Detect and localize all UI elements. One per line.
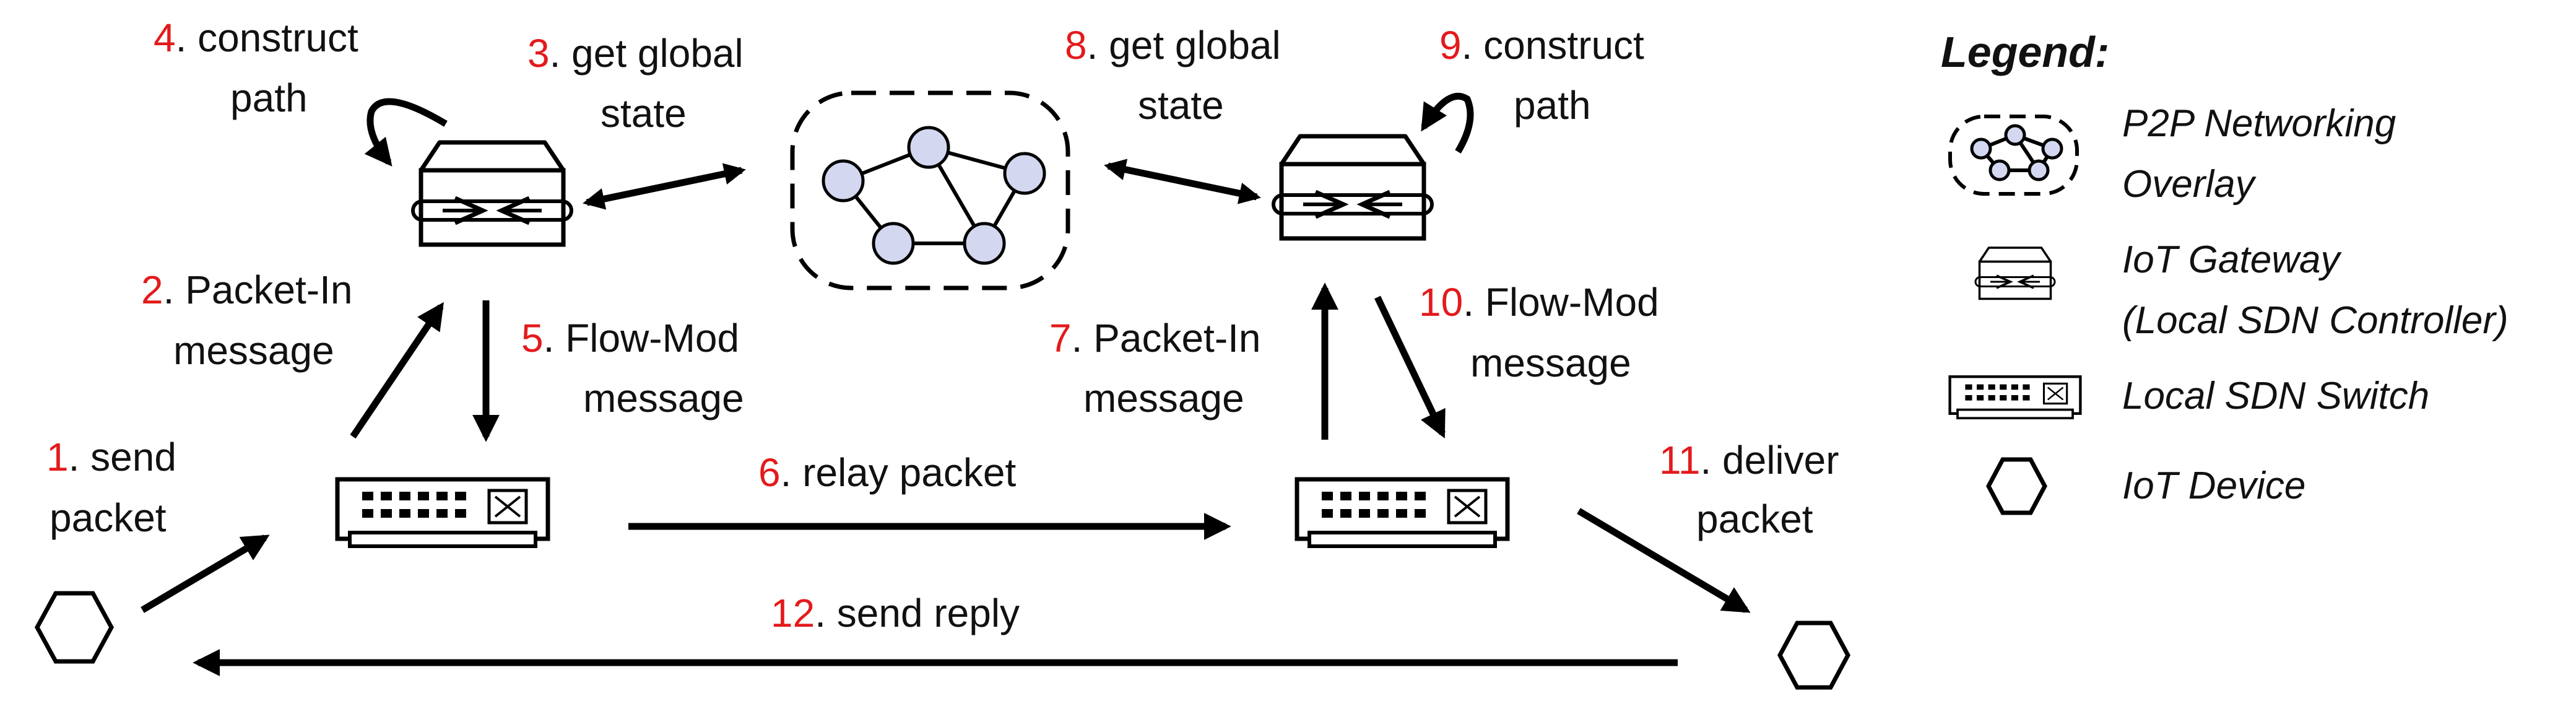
arrow-packet-in-left	[350, 302, 444, 439]
step-9-label-line2: path	[1514, 83, 1591, 128]
arrow-send-packet	[141, 534, 270, 613]
step-3-label: 3. get global	[527, 31, 744, 76]
right-iot-device	[1777, 621, 1850, 690]
left-switch	[337, 479, 548, 546]
legend-label-iot-gateway-line2: (Local SDN Controller)	[2122, 299, 2509, 342]
iot-device-icon	[1986, 457, 2047, 515]
step-labels: 1. send packet 2. Packet-In message 3. g…	[46, 15, 1839, 635]
right-switch	[1297, 479, 1507, 546]
overlay-node	[822, 159, 865, 203]
step-1-label: 1. send	[46, 435, 176, 479]
arrow-construct-path-left	[364, 98, 448, 167]
flow-arrows	[141, 92, 1751, 676]
legend-label-sdn-switch: Local SDN Switch	[2122, 375, 2429, 417]
legend-label-p2p-overlay-line2: Overlay	[2122, 163, 2257, 206]
legend-title: Legend:	[1941, 28, 2109, 76]
step-5-label: 5. Flow-Mod	[521, 316, 739, 360]
arrow-construct-path-right	[1421, 92, 1474, 154]
step-9-label: 9. construct	[1439, 23, 1644, 68]
left-gateway	[413, 142, 571, 245]
step-10-label: 10. Flow-Mod	[1419, 280, 1659, 325]
right-gateway	[1273, 136, 1432, 238]
arrow-global-state-right	[1104, 159, 1261, 204]
step-8-label-line2: state	[1138, 83, 1224, 128]
step-6-label: 6. relay packet	[758, 450, 1016, 495]
arrow-deliver-packet	[1577, 508, 1751, 613]
step-8-label: 8. get global	[1065, 23, 1281, 68]
step-12-label: 12. send reply	[771, 591, 1020, 635]
step-11-label: 11. deliver	[1659, 438, 1839, 482]
step-2-label: 2. Packet-In	[141, 268, 353, 312]
legend: Legend: P2P Networking Overlay IoT Gatew…	[1941, 28, 2509, 515]
legend-label-iot-device: IoT Device	[2122, 464, 2305, 507]
legend-label-iot-gateway: IoT Gateway	[2122, 238, 2342, 281]
left-iot-device	[35, 591, 114, 664]
step-4-label-line2: path	[230, 76, 308, 120]
arrow-flow-mod-right	[1374, 295, 1446, 438]
sdn-switch-icon	[1950, 377, 2081, 418]
iot-gateway-icon	[1974, 246, 2056, 300]
step-11-label-line2: packet	[1696, 497, 1813, 541]
step-1-label-line2: packet	[50, 495, 167, 540]
step-4-label: 4. construct	[154, 15, 358, 60]
overlay-node	[907, 126, 950, 169]
p2p-overlay	[790, 90, 1070, 290]
p2p-overlay-icon	[1948, 115, 2079, 196]
step-10-label-line2: message	[1470, 341, 1631, 385]
arrow-global-state-left	[583, 163, 746, 210]
step-7-label-line2: message	[1083, 376, 1244, 421]
overlay-node	[963, 222, 1006, 265]
step-3-label-line2: state	[601, 91, 687, 136]
step-5-label-line2: message	[583, 376, 744, 421]
overlay-node	[1003, 152, 1046, 195]
step-7-label: 7. Packet-In	[1049, 316, 1261, 360]
overlay-node	[872, 222, 915, 265]
legend-label-p2p-overlay: P2P Networking	[2122, 102, 2396, 145]
step-2-label-line2: message	[173, 328, 334, 373]
